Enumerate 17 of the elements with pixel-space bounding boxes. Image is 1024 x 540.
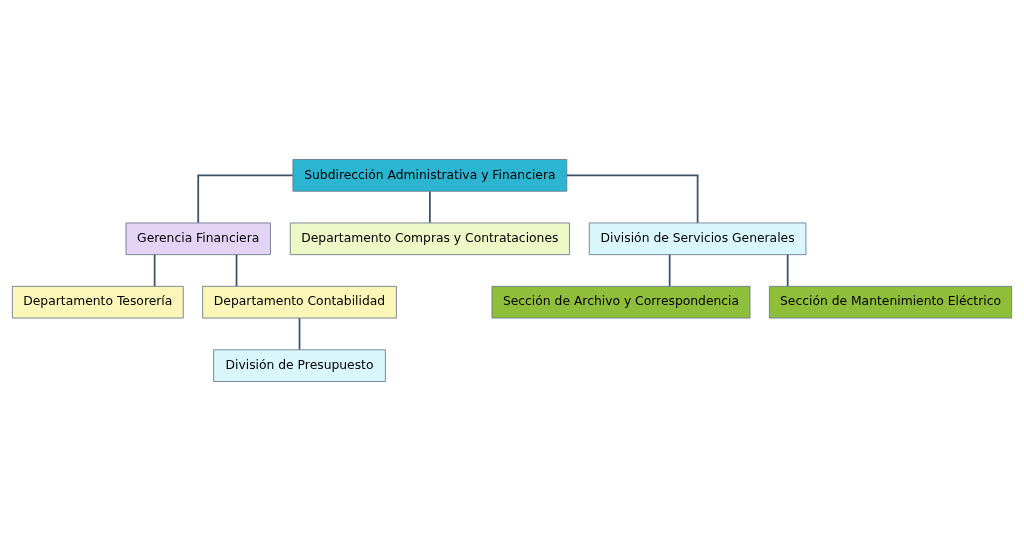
node-box: Gerencia Financiera — [125, 222, 271, 255]
node-box: Sección de Archivo y Correspondencia — [491, 285, 751, 318]
node-box: Sección de Mantenimiento Eléctrico — [768, 285, 1013, 318]
connector — [298, 316, 301, 350]
connector — [429, 190, 431, 223]
connector — [786, 253, 789, 287]
connector — [668, 253, 671, 287]
connector — [197, 174, 294, 224]
connector — [153, 253, 156, 287]
node-box: Departamento Tesorería — [11, 285, 184, 318]
node-box: División de Presupuesto — [213, 348, 386, 382]
node-box: Departamento Compras y Contrataciones — [289, 222, 570, 255]
node-box: División de Servicios Generales — [588, 222, 807, 255]
node-box: Subdirección Administrativa y Financiera — [292, 158, 568, 192]
connector — [235, 253, 238, 287]
node-box: Departamento Contabilidad — [202, 285, 397, 318]
connector — [566, 174, 699, 224]
